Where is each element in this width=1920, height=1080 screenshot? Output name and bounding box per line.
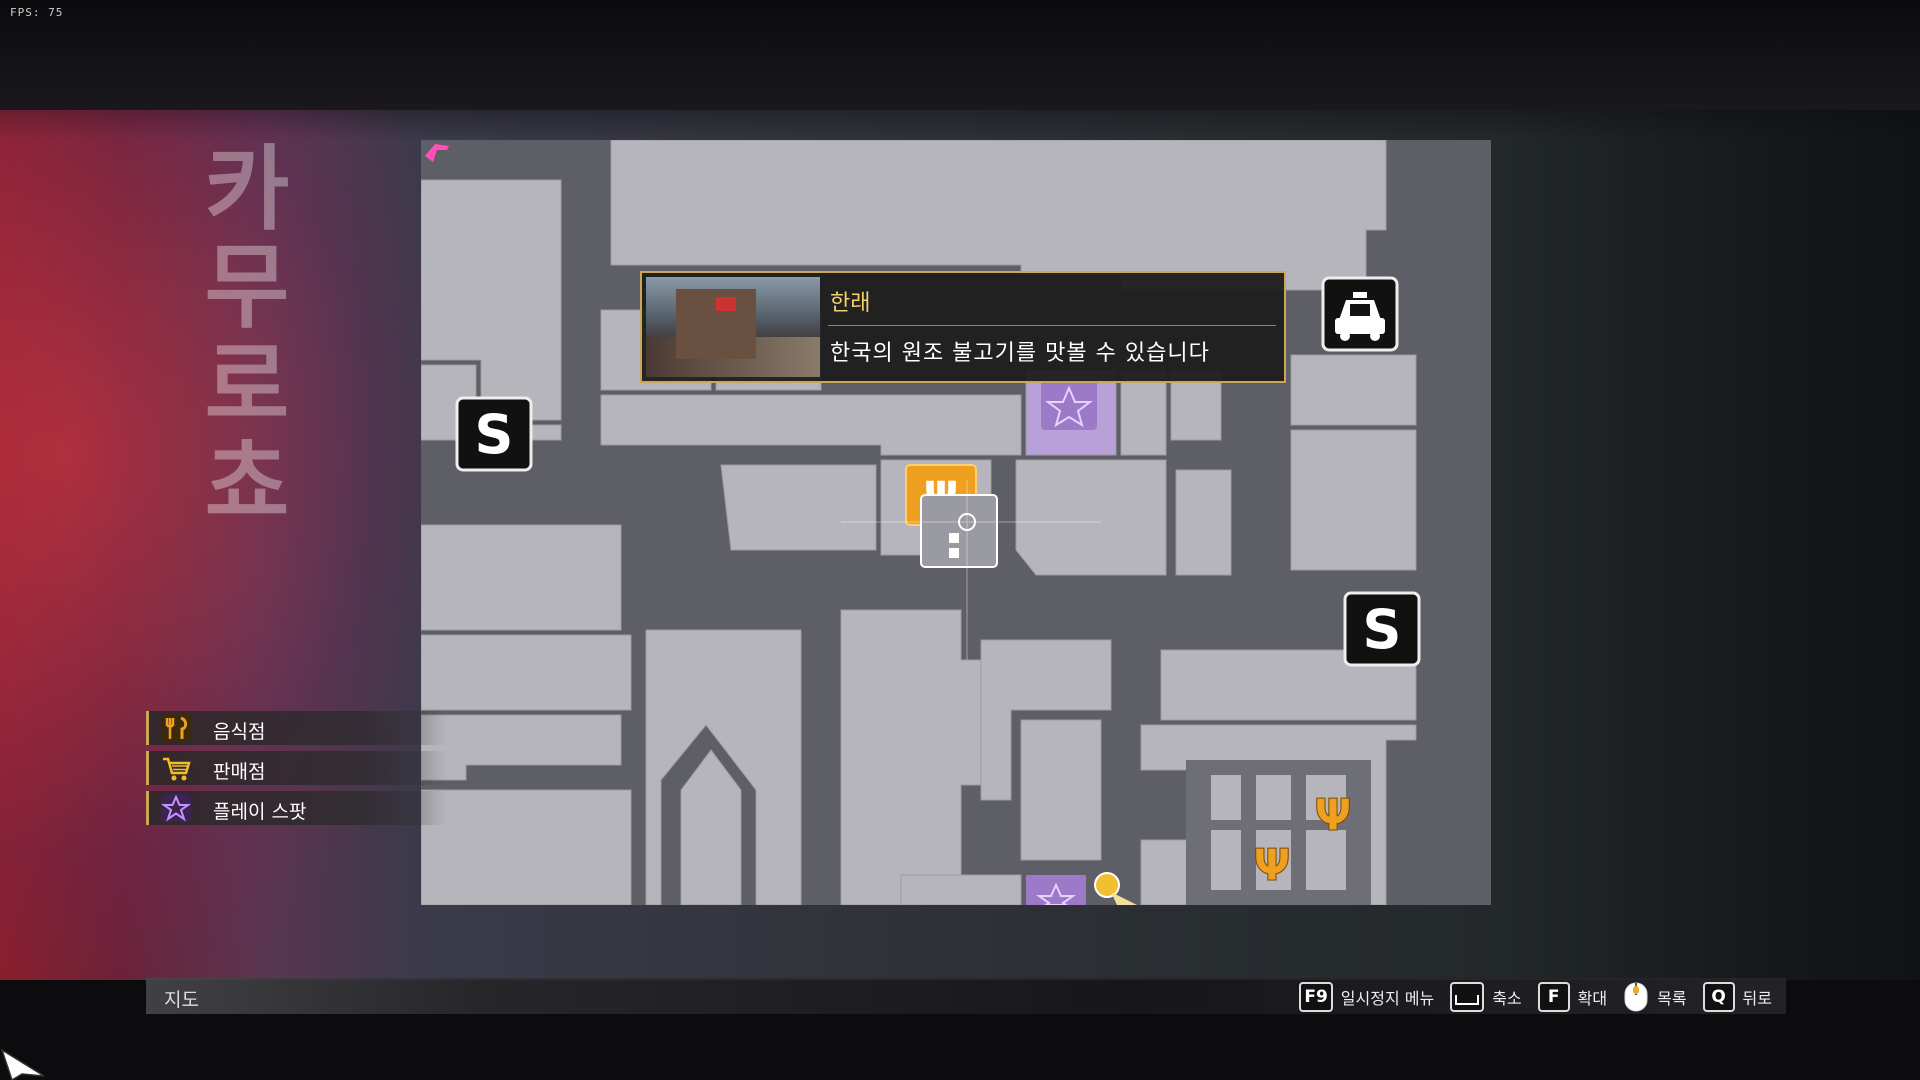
map-legend: 음식점 판매점 플레이 스팟 <box>146 711 446 831</box>
map-block <box>610 140 1387 291</box>
svg-text:S: S <box>1363 598 1402 661</box>
bottom-bar: 지도 F9 일시정지 메뉴 축소 F 확대 목록 Q 뒤로 <box>146 978 1786 1014</box>
map-block <box>1256 830 1291 890</box>
location-title: 한래 <box>830 291 871 316</box>
svg-text:Ψ: Ψ <box>1253 840 1290 891</box>
map-block <box>1020 719 1102 861</box>
location-description: 한국의 원조 불고기를 맛볼 수 있습니다 <box>830 341 1210 366</box>
location-tooltip: 한래 한국의 원조 불고기를 맛볼 수 있습니다 <box>640 271 1286 383</box>
legend-label: 음식점 <box>213 721 266 743</box>
map-block <box>1256 775 1291 820</box>
control-label: 뒤로 <box>1742 989 1772 1008</box>
map-marker-restaurant[interactable]: Ψ <box>1253 840 1291 892</box>
map-view[interactable]: Ψ Ψ Ψ S S <box>421 140 1491 905</box>
control-back[interactable]: Q 뒤로 <box>1702 982 1772 1012</box>
area-name: 카무로쵸 <box>204 135 290 537</box>
map-block <box>421 524 622 631</box>
background-top <box>0 0 1920 110</box>
map-block <box>840 609 987 905</box>
map-block <box>421 714 622 781</box>
mouse-wheel-icon <box>1624 982 1648 1012</box>
map-block <box>600 394 1022 456</box>
tooltip-divider <box>828 325 1276 326</box>
control-zoom-out[interactable]: 축소 <box>1450 982 1522 1012</box>
legend-item-play-spot[interactable]: 플레이 스팟 <box>146 791 446 825</box>
map-marker-destination <box>1094 872 1137 905</box>
map-marker-save-point[interactable]: S <box>455 396 533 472</box>
control-pause-menu[interactable]: F9 일시정지 메뉴 <box>1299 982 1434 1012</box>
map-block <box>720 464 877 551</box>
map-block <box>421 634 632 711</box>
legend-label: 판매점 <box>213 761 266 783</box>
map-block <box>980 639 1112 801</box>
control-label: 목록 <box>1657 989 1687 1008</box>
map-block <box>1211 830 1241 890</box>
legend-item-shop[interactable]: 판매점 <box>146 751 446 785</box>
location-thumbnail <box>646 277 820 377</box>
background-right <box>1500 110 1920 980</box>
map-block <box>900 874 1022 905</box>
background-glow <box>0 110 460 970</box>
map-block <box>1306 830 1346 890</box>
map-block <box>1290 429 1417 571</box>
map-block <box>1290 354 1417 426</box>
map-marker-play-spot[interactable] <box>1026 875 1086 905</box>
map-block <box>1175 469 1232 576</box>
shopping-cart-icon <box>163 757 191 781</box>
f9-key-icon: F9 <box>1299 982 1333 1012</box>
svg-text:S: S <box>475 403 514 466</box>
legend-item-restaurant[interactable]: 음식점 <box>146 711 446 745</box>
map-block <box>1306 775 1346 820</box>
map-block <box>1160 649 1417 721</box>
control-list[interactable]: 목록 <box>1623 981 1687 1013</box>
map-block <box>1015 459 1167 576</box>
map-marker-play-spot[interactable] <box>1041 380 1097 430</box>
map-marker-save-point[interactable]: S <box>1343 591 1421 667</box>
map-marker-taxi[interactable] <box>1321 276 1399 352</box>
map-north-indicator <box>425 144 449 162</box>
map-block <box>680 749 742 905</box>
mouse-cursor-icon <box>0 1048 45 1080</box>
space-key-icon <box>1450 982 1485 1012</box>
map-canvas: Ψ Ψ Ψ S S <box>421 140 1421 905</box>
control-label: 일시정지 메뉴 <box>1340 989 1435 1008</box>
q-key-icon: Q <box>1702 982 1735 1012</box>
screen-title: 지도 <box>164 989 199 1011</box>
map-marker-restaurant[interactable]: Ψ <box>1314 790 1352 842</box>
svg-text:Ψ: Ψ <box>1314 790 1351 841</box>
control-hints: F9 일시정지 메뉴 축소 F 확대 목록 Q 뒤로 <box>1283 981 1772 1013</box>
map-marker-player <box>841 480 1101 660</box>
fork-knife-icon <box>161 714 191 742</box>
control-label: 확대 <box>1577 989 1608 1008</box>
legend-label: 플레이 스팟 <box>213 801 307 823</box>
control-zoom-in[interactable]: F 확대 <box>1537 982 1608 1012</box>
f-key-icon: F <box>1537 982 1570 1012</box>
map-block <box>421 789 632 905</box>
star-icon <box>161 794 191 822</box>
map-block <box>1211 775 1241 820</box>
map-block <box>645 629 802 905</box>
fps-counter: FPS: 75 <box>10 6 64 19</box>
control-label: 축소 <box>1492 989 1522 1008</box>
